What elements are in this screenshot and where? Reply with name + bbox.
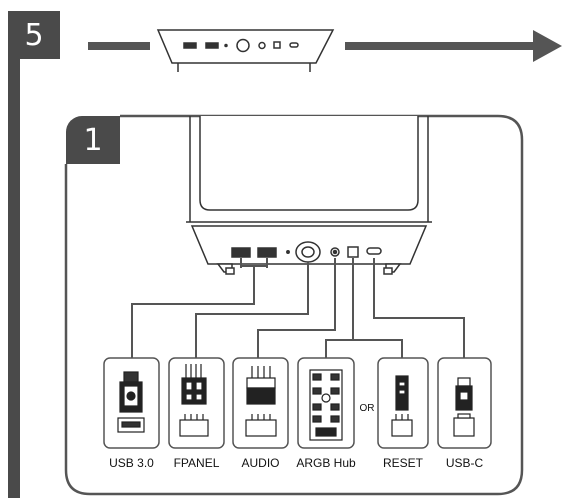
- step-1-badge: 1: [66, 116, 120, 164]
- audio-connector-icon: [245, 366, 277, 437]
- reset-label: RESET: [382, 456, 423, 470]
- fpanel-label: FPANEL: [173, 456, 220, 470]
- usb3-connector-icon: [117, 371, 145, 433]
- or-label: OR: [359, 403, 375, 414]
- fpanel-connector-icon: [179, 364, 209, 437]
- argb-hub-icon: [309, 369, 343, 441]
- step-1-frame: [64, 114, 524, 496]
- arrow-head-icon: [533, 30, 562, 62]
- arrow-left-segment: [88, 42, 150, 50]
- usbc-connector-icon: [453, 377, 475, 437]
- argb-hub-label: ARGB Hub: [296, 456, 356, 470]
- left-vertical-bar: [8, 58, 20, 498]
- arrow-right-segment: [345, 42, 535, 50]
- usbc-label: USB-C: [445, 456, 484, 470]
- usb3-label: USB 3.0: [109, 456, 154, 470]
- connector-boxes: [103, 357, 492, 449]
- audio-label: AUDIO: [241, 456, 280, 470]
- connection-lines: [131, 258, 465, 378]
- case-front-view: [186, 116, 432, 275]
- front-panel-preview: [156, 29, 335, 72]
- step-5-badge: 5: [8, 11, 60, 59]
- reset-connector-icon: [391, 375, 413, 437]
